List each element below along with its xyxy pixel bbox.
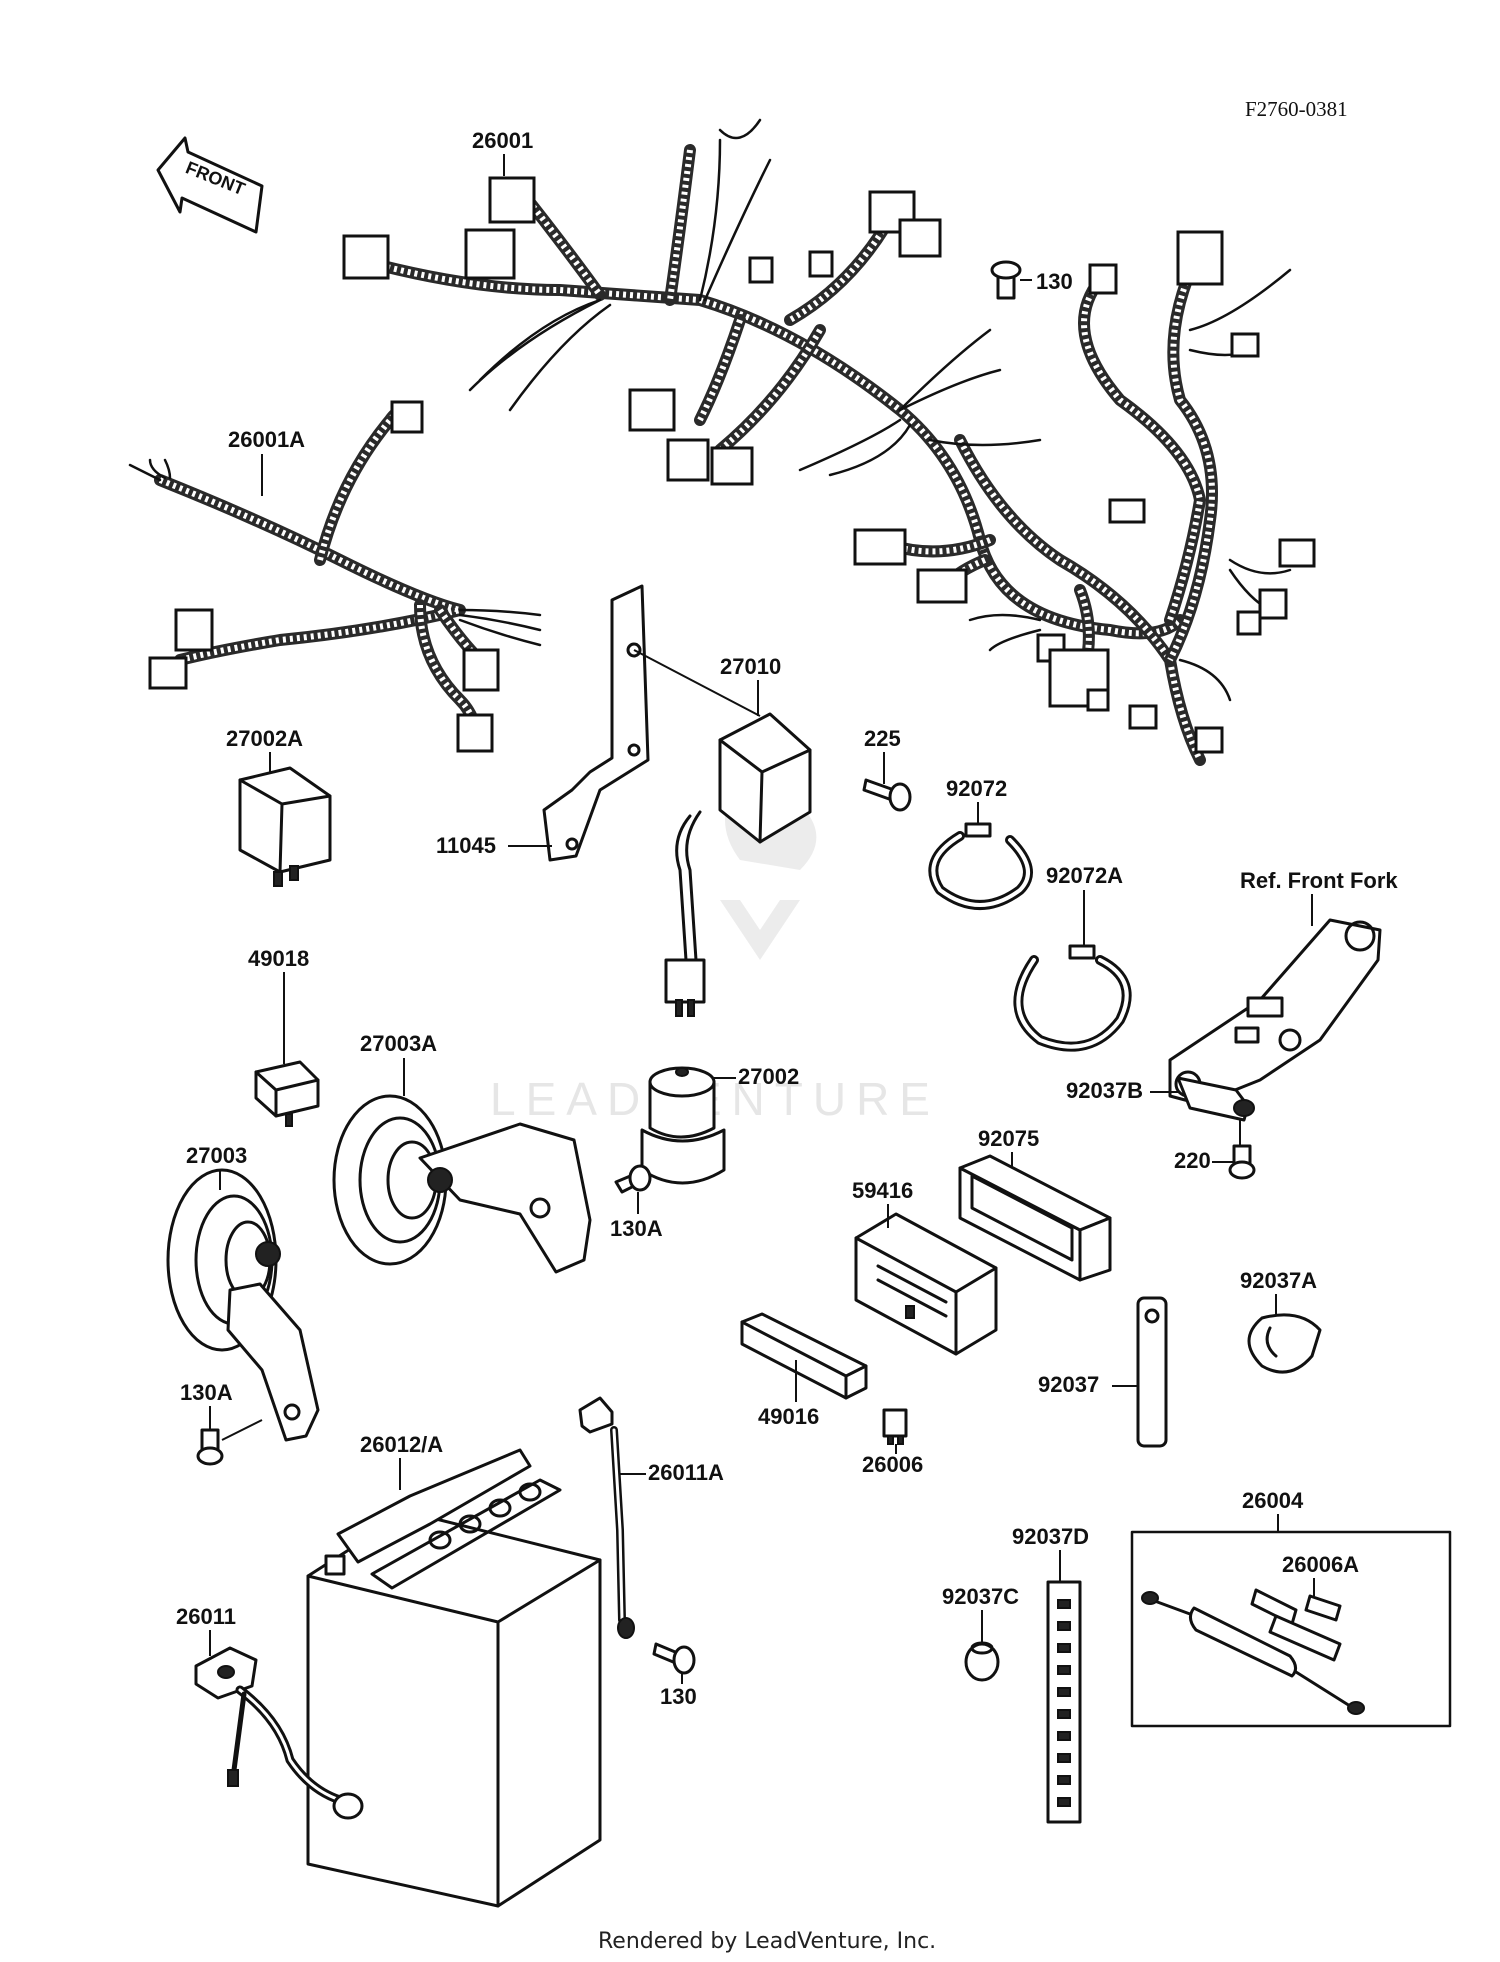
front-arrow-icon: FRONT (156, 136, 264, 234)
strap-92037 (1136, 1296, 1168, 1448)
regulator-27010 (664, 712, 812, 1017)
label-26006A: 26006A (1282, 1552, 1359, 1577)
sub-harness-26001A (128, 400, 542, 753)
battery-26012A (306, 1448, 602, 1908)
label-26001A: 26001A (228, 427, 305, 452)
label-27002: 27002 (738, 1064, 799, 1089)
horn-27003 (166, 1168, 320, 1442)
label-92037B: 92037B (1066, 1078, 1143, 1103)
bolt-130A-low (196, 1428, 224, 1466)
bolt-130A-mid (614, 1164, 652, 1194)
label-92037A: 92037A (1240, 1268, 1317, 1293)
label-130A-mid: 130A (610, 1216, 663, 1241)
main-harness-26001 (342, 118, 1316, 766)
label-130-top: 130 (1036, 269, 1073, 294)
cable-26011A (578, 1396, 635, 1639)
front-fork-bracket (1168, 918, 1382, 1106)
label-92072: 92072 (946, 776, 1007, 801)
label-92075: 92075 (978, 1126, 1039, 1151)
label-92037: 92037 (1038, 1372, 1099, 1397)
strip-slots (1057, 1599, 1071, 1807)
label-92037C: 92037C (942, 1584, 1019, 1609)
bracket-49016 (740, 1312, 868, 1400)
unit-49018 (254, 1060, 320, 1127)
clamp-92072 (928, 822, 1033, 910)
label-49016: 49016 (758, 1404, 819, 1429)
label-26011: 26011 (176, 1604, 236, 1629)
label-59416: 59416 (852, 1178, 913, 1203)
label-27003: 27003 (186, 1143, 247, 1168)
label-92072A: 92072A (1046, 863, 1123, 888)
capacitor-27002 (640, 1066, 726, 1185)
label-ref-front-fork: Ref. Front Fork (1240, 868, 1398, 893)
label-27010: 27010 (720, 654, 781, 679)
label-26011A: 26011A (648, 1460, 724, 1485)
strap-92037B (1176, 1076, 1255, 1122)
bolt-225 (862, 778, 912, 812)
cable-26011 (194, 1646, 364, 1820)
relay-27002A (238, 766, 332, 887)
label-27003A: 27003A (360, 1031, 437, 1056)
label-26012A: 26012/A (360, 1432, 443, 1457)
label-220: 220 (1174, 1148, 1211, 1173)
label-92037D: 92037D (1012, 1524, 1089, 1549)
label-26004: 26004 (1242, 1488, 1304, 1513)
fuse-26006 (882, 1408, 908, 1445)
label-130A-low: 130A (180, 1380, 233, 1405)
horn-27003A (332, 1094, 592, 1274)
drawing-code: F2760-0381 (1245, 97, 1348, 121)
label-26006: 26006 (862, 1452, 923, 1477)
bolt-130-low (652, 1642, 696, 1675)
inline-fuse-holder (1141, 1591, 1365, 1715)
label-225: 225 (864, 726, 901, 751)
fuse-box-59416 (854, 1212, 998, 1356)
bolt-220 (1228, 1144, 1256, 1180)
fuse-kit-box-26004 (1130, 1530, 1452, 1728)
cover-92075 (958, 1154, 1112, 1282)
label-49018: 49018 (248, 946, 309, 971)
render-credit: Rendered by LeadVenture, Inc. (598, 1929, 936, 1954)
strip-92037D (1046, 1580, 1082, 1824)
label-26001: 26001 (472, 128, 533, 153)
label-11045: 11045 (436, 833, 496, 858)
label-130-low: 130 (660, 1684, 697, 1709)
clip-92037C (964, 1641, 1000, 1682)
fuse-26006A (1250, 1588, 1342, 1662)
clamp-92072A (1013, 944, 1132, 1052)
bracket-11045 (542, 584, 650, 862)
label-27002A: 27002A (226, 726, 303, 751)
clip-92037A (1247, 1313, 1322, 1374)
